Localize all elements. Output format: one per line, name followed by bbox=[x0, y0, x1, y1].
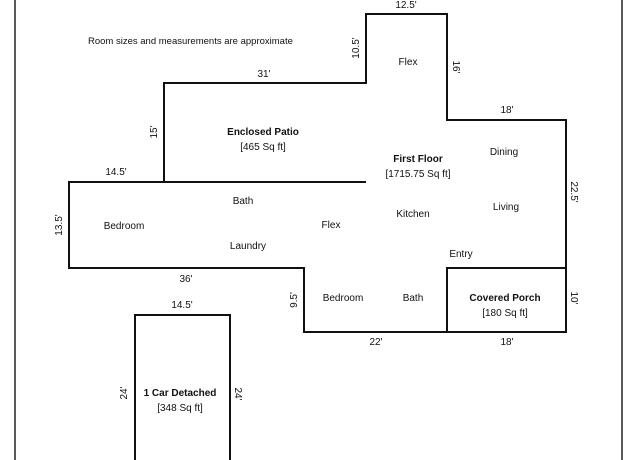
room-kitchen: Kitchen bbox=[396, 209, 429, 220]
garage-area: [348 Sq ft] bbox=[157, 403, 203, 414]
covered-porch-outline bbox=[446, 267, 567, 333]
room-bedroom-left: Bedroom bbox=[104, 221, 145, 232]
first-floor-area: [1715.75 Sq ft] bbox=[385, 169, 450, 180]
dim-south-width: 36' bbox=[179, 274, 192, 285]
room-bath-left: Bath bbox=[233, 196, 254, 207]
room-laundry: Laundry bbox=[230, 241, 266, 252]
room-bedroom-bottom: Bedroom bbox=[323, 293, 364, 304]
room-dining: Dining bbox=[490, 147, 518, 158]
room-entry: Entry bbox=[449, 249, 472, 260]
dim-garage-width: 14.5' bbox=[171, 300, 192, 311]
dim-west-wing-width: 14.5' bbox=[105, 167, 126, 178]
first-floor-label: First Floor bbox=[393, 154, 443, 165]
room-flex-mid: Flex bbox=[322, 220, 341, 231]
dim-patio-depth: 15' bbox=[149, 125, 160, 138]
enclosed-patio-label: Enclosed Patio bbox=[227, 127, 299, 138]
enclosed-patio-area: [465 Sq ft] bbox=[240, 142, 286, 153]
dim-dining-width: 18' bbox=[500, 105, 513, 116]
covered-porch-label: Covered Porch bbox=[469, 293, 540, 304]
approximate-note: Room sizes and measurements are approxim… bbox=[88, 36, 293, 47]
dim-flex-left: 10.5' bbox=[351, 37, 362, 58]
dim-flex-right: 16' bbox=[450, 60, 461, 73]
room-living: Living bbox=[493, 202, 519, 213]
dim-garage-left: 24' bbox=[119, 386, 130, 399]
dim-porch-width: 18' bbox=[500, 337, 513, 348]
dim-porch-depth: 10' bbox=[568, 291, 579, 304]
room-flex-top: Flex bbox=[399, 57, 418, 68]
dim-right-side: 22.5' bbox=[568, 181, 579, 202]
dim-south-step: 9.5' bbox=[289, 292, 300, 308]
dim-garage-right: 24' bbox=[232, 387, 243, 400]
dim-bottom-width: 22' bbox=[369, 337, 382, 348]
dim-patio-width: 31' bbox=[257, 69, 270, 80]
covered-porch-area: [180 Sq ft] bbox=[482, 308, 528, 319]
room-bath-bottom: Bath bbox=[403, 293, 424, 304]
dim-left-side: 13.5' bbox=[54, 214, 65, 235]
garage-outline bbox=[134, 314, 231, 460]
dim-flex-width: 12.5' bbox=[395, 0, 416, 11]
house-outline bbox=[68, 13, 567, 333]
garage-label: 1 Car Detached bbox=[144, 388, 217, 399]
